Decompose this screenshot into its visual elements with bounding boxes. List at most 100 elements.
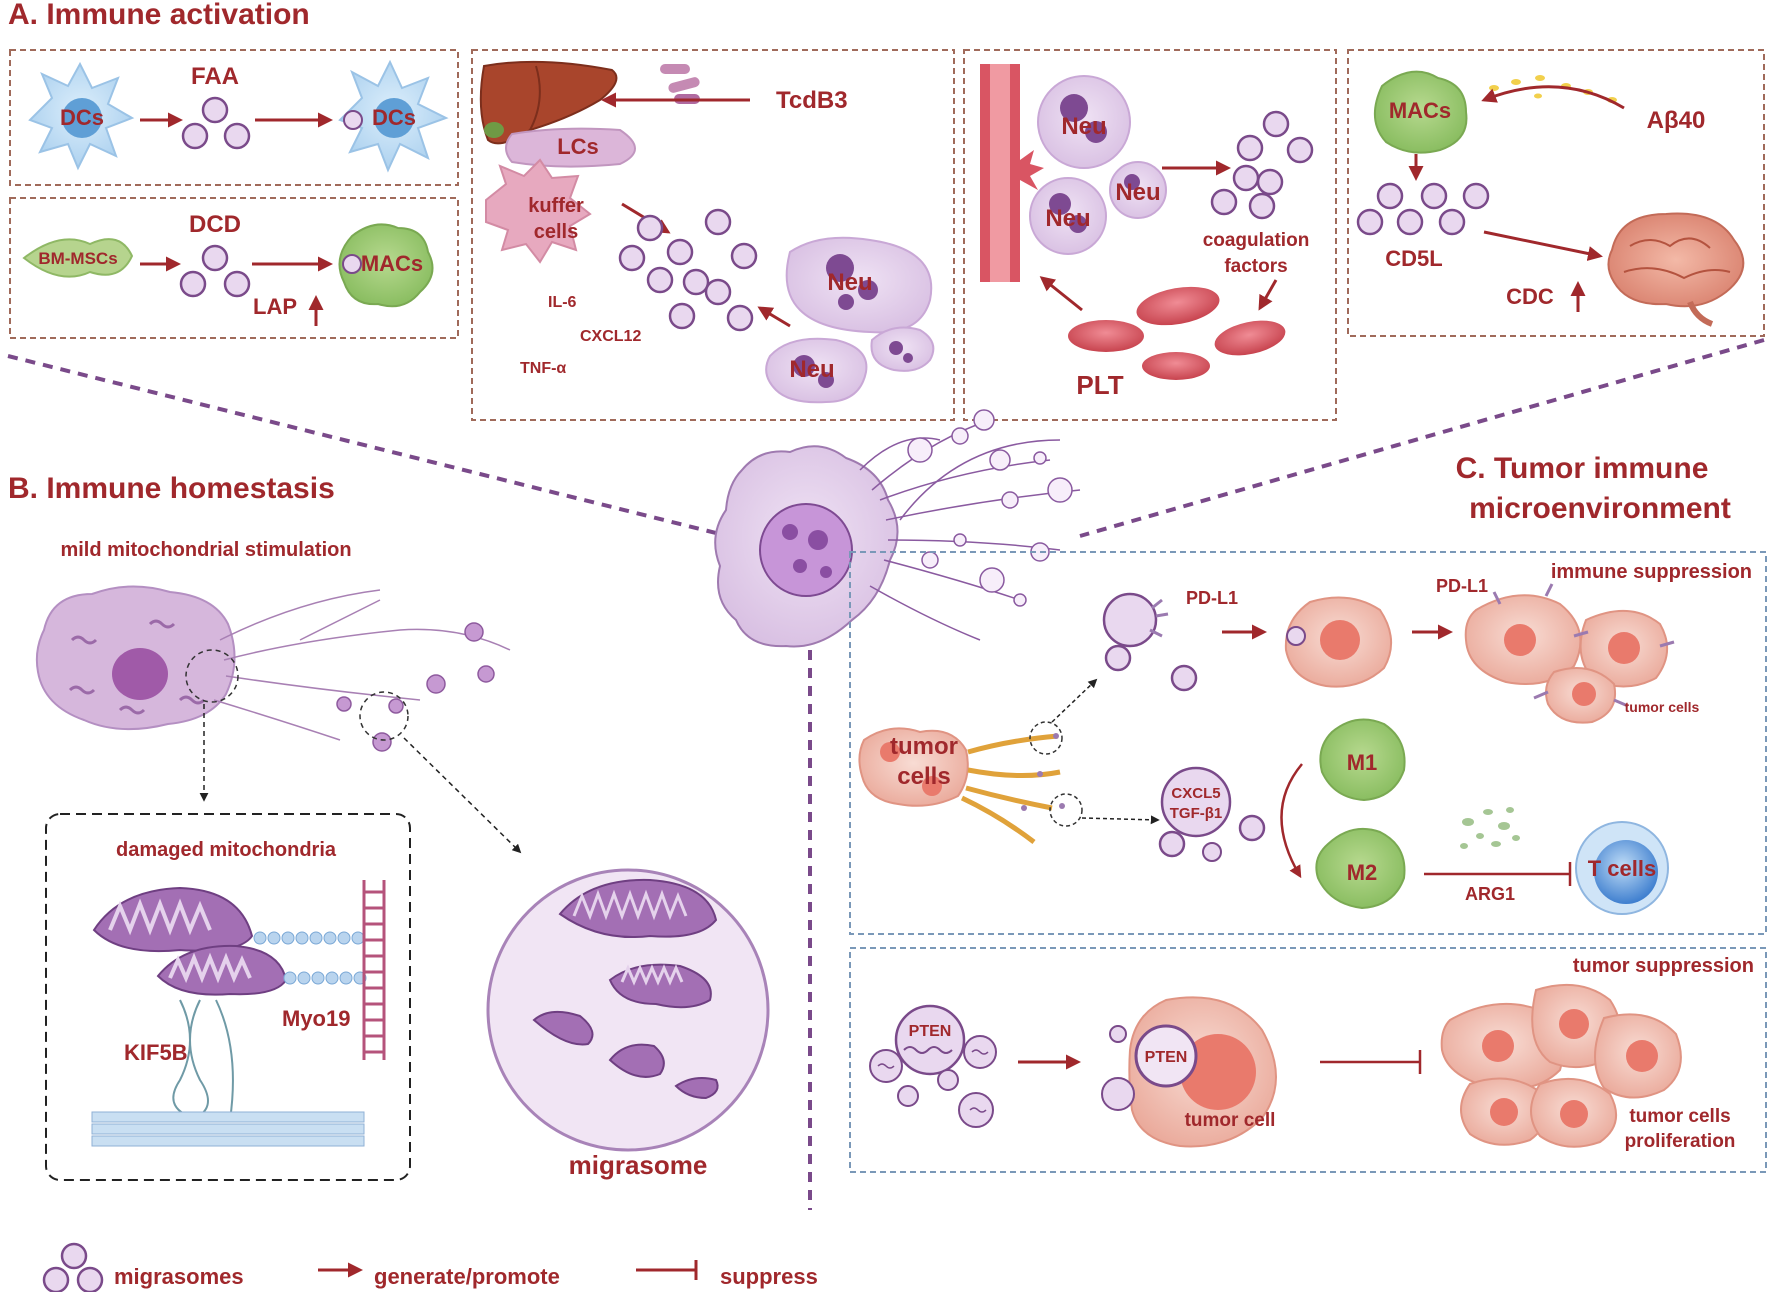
migrasome-cluster-liver (618, 208, 758, 332)
bm-mscs-cell (22, 238, 134, 278)
box-bm-mscs (9, 197, 459, 339)
tnf-label: TNF-α (520, 360, 566, 377)
cd5l-label: CD5L (1385, 246, 1442, 271)
tumor-cell-label: tumor cell (1185, 1110, 1276, 1131)
pten-label-b: PTEN (1145, 1049, 1188, 1066)
neu-box4-label-2: Neu (1045, 205, 1090, 232)
tumor-cells-label-line1: tumor (890, 733, 958, 760)
neutrophil-box4-2 (1029, 177, 1107, 255)
arg1-label: ARG1 (1465, 884, 1515, 904)
kif5b-label: KIF5B (124, 1040, 188, 1065)
zoom-circle-2 (1049, 793, 1083, 827)
panel-b-title: B. Immune homestasis (8, 472, 335, 505)
neutrophil-box4-3 (1109, 161, 1167, 219)
macs-cell-box2 (338, 223, 434, 308)
tumor-cell-pdl1 (1284, 596, 1393, 688)
neutrophil-large (785, 236, 933, 334)
migrasome-zoom-circle (359, 691, 409, 741)
dcd-label: DCD (189, 211, 241, 238)
migrasome-cluster-cd5l (1356, 182, 1490, 236)
arrow-to-migrasome (403, 737, 522, 854)
brain-icon (1607, 212, 1745, 327)
tumor-extensions (960, 733, 1061, 844)
macs-cell-box5 (1374, 70, 1468, 154)
cdc-label: CDC (1506, 284, 1554, 309)
m1-label: M1 (1347, 750, 1378, 775)
m2-macrophage (1315, 828, 1406, 910)
kuffer-label-line2: cells (534, 221, 578, 243)
legend-migrasomes-label: migrasomes (114, 1264, 244, 1289)
migrasome-cluster-faa (181, 96, 251, 150)
homeostasis-cell (35, 585, 511, 752)
t-cell (1575, 821, 1669, 915)
kuffer-label-line1: kuffer (528, 195, 584, 217)
neutrophil-box4-1 (1037, 75, 1131, 169)
panel-c-title-line1: C. Tumor immune (1456, 452, 1709, 485)
tcells-label: T cells (1588, 856, 1656, 881)
myo19-label: Myo19 (282, 1006, 350, 1031)
arrow-coag-plt (1258, 279, 1278, 311)
box-dcs (9, 49, 459, 186)
cxcl12-label: CXCL12 (580, 328, 641, 345)
abeta-dots (1489, 75, 1617, 103)
tumor-suppression-label: tumor suppression (1573, 955, 1754, 977)
bm-mscs-label: BM-MSCs (38, 249, 117, 268)
lcs-label: LCs (557, 134, 599, 159)
damaged-mitochondria-icon (91, 880, 386, 1147)
neutrophil-small-1 (765, 337, 868, 404)
tgfb1-label: TGF-β1 (1170, 805, 1223, 822)
tumor-cell-pten (1101, 996, 1277, 1148)
tcdb3-label: TcdB3 (776, 87, 848, 114)
bacteria-icon (660, 64, 700, 104)
box-brain (1347, 49, 1765, 337)
legend-migrasomes-icon (42, 1242, 104, 1292)
arg1-dots (1460, 807, 1520, 849)
macs-label-box2: MACs (361, 251, 423, 276)
dc-cell-left (28, 61, 135, 171)
plt-label: PLT (1076, 370, 1123, 400)
pten-migrasomes (869, 1004, 997, 1128)
red-blood-cells (1068, 286, 1286, 380)
legend-suppress-symbol (636, 1260, 698, 1280)
pdl1-label-b: PD-L1 (1436, 576, 1488, 596)
arrow-to-cxcl5 (1081, 815, 1160, 825)
mito-zoom-circle (185, 649, 239, 703)
damaged-mito-box (45, 813, 411, 1181)
dc-left-label: DCs (60, 105, 104, 130)
faa-label: FAA (191, 63, 239, 90)
pdl1-migrasomes (1102, 592, 1198, 692)
abeta-label: Aβ40 (1647, 107, 1706, 134)
blood-vessel (980, 64, 1044, 282)
tumor-cells-cluster-pdl1 (1464, 583, 1675, 724)
lcs-cell (505, 127, 636, 168)
arrow-m1-m2 (1280, 763, 1303, 879)
box-coagulation (963, 49, 1337, 421)
arrow-abeta-macs (1481, 85, 1625, 110)
arrow-to-pdl1 (1051, 678, 1098, 723)
suppress-m2-tcells (1424, 862, 1572, 886)
m2-label: M2 (1347, 860, 1378, 885)
dc-cell-right (338, 59, 449, 173)
cxcl5-migrasomes (1158, 766, 1266, 862)
central-migrating-cell (714, 409, 1081, 648)
macs-label-box5: MACs (1389, 98, 1451, 123)
tumor-prolif-label-line2: proliferation (1625, 1131, 1736, 1152)
immune-suppression-label: immune suppression (1551, 561, 1752, 583)
il6-label: IL-6 (548, 294, 577, 311)
kupffer-cell (485, 158, 592, 264)
lap-label: LAP (253, 294, 297, 319)
box-immune-suppression (849, 551, 1767, 935)
arrow-cd5l-brain (1483, 230, 1603, 261)
neu-label-2: Neu (789, 356, 834, 383)
migrasome-label: migrasome (569, 1150, 708, 1180)
m1-macrophage (1319, 718, 1406, 802)
pten-label-a: PTEN (909, 1023, 952, 1040)
panel-c-title-line2: microenvironment (1469, 492, 1731, 525)
migrasome-large (486, 868, 770, 1152)
zoom-circle-1 (1029, 721, 1063, 755)
neu-label-1: Neu (827, 269, 872, 296)
pdl1-label-a: PD-L1 (1186, 588, 1238, 608)
dc-right-label: DCs (372, 105, 416, 130)
legend-suppress-label: suppress (720, 1264, 818, 1289)
